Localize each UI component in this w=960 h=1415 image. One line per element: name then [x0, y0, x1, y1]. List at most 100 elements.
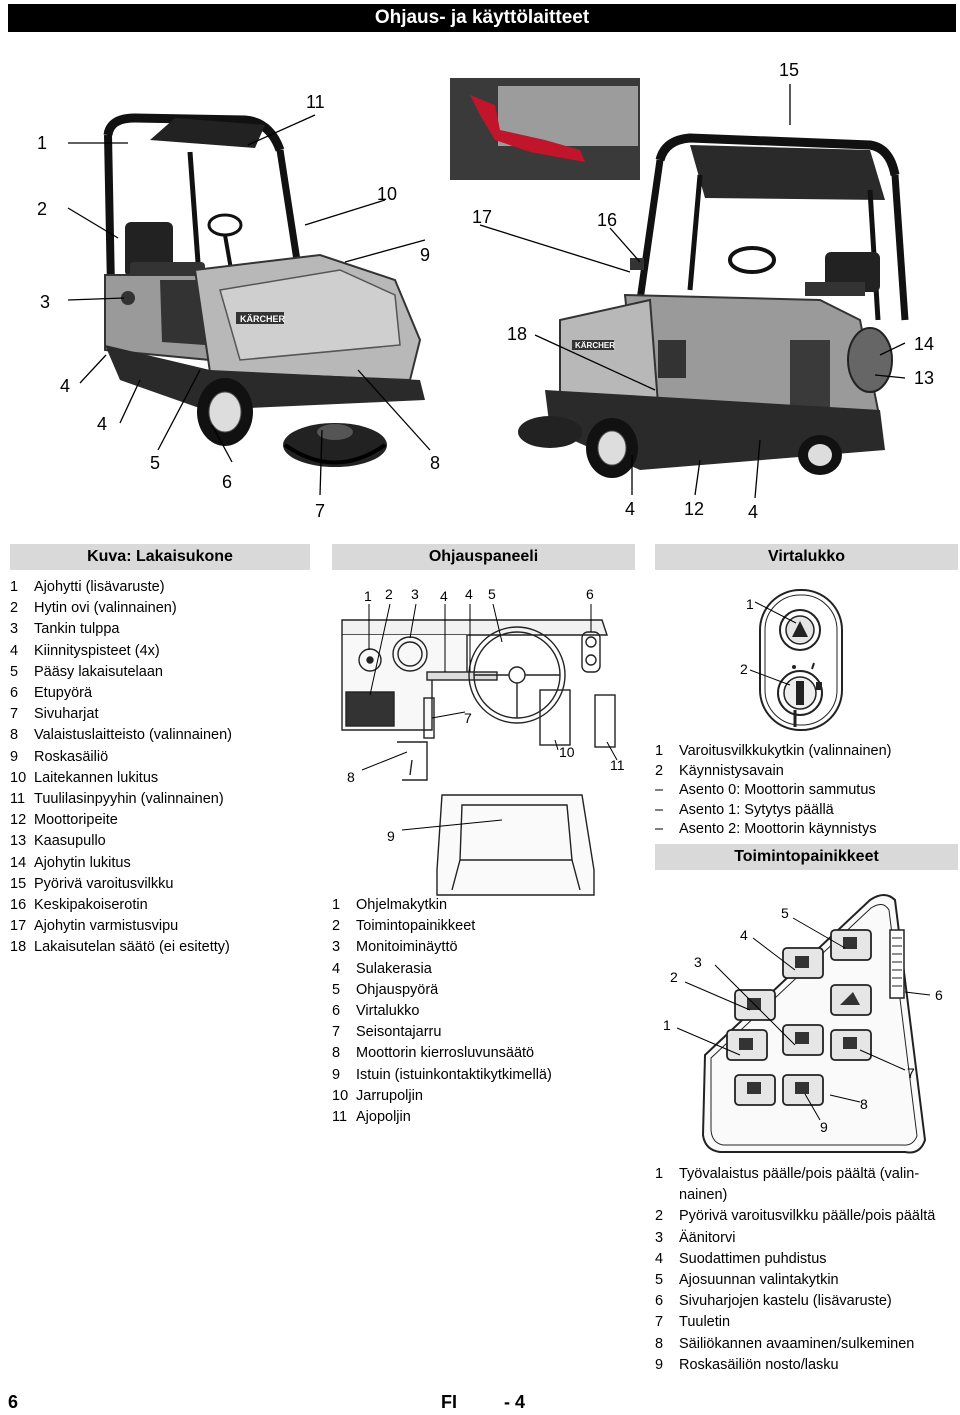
callout-panel-8: 8 — [347, 769, 355, 785]
callout-key-1: 1 — [746, 596, 754, 612]
callout-machine-1: 1 — [37, 133, 48, 153]
page-title: Ohjaus- ja käyttölaitteet — [8, 4, 956, 32]
callout-machine-5: 5 — [150, 453, 161, 473]
callout-machine-7: 7 — [315, 501, 326, 521]
callout-machine-10: 10 — [377, 184, 398, 204]
callout-machine-13: 13 — [914, 368, 935, 388]
callout-machine-12: 12 — [684, 499, 705, 519]
callout-machine-3: 3 — [40, 292, 51, 312]
callout-btn-3: 3 — [694, 954, 702, 970]
function-buttons-diagram — [676, 894, 931, 1154]
list-item: –Asento 2: Moottorin käynnistys — [655, 821, 877, 837]
callout-btn-1: 1 — [663, 1017, 671, 1033]
callout-machine-8: 8 — [430, 453, 441, 473]
svg-text:KÄRCHER: KÄRCHER — [575, 341, 615, 350]
callout-panel-11: 11 — [610, 757, 625, 773]
callout-panel-1: 1 — [364, 588, 372, 604]
list-item: –Asento 1: Sytytys päällä — [655, 801, 834, 818]
callout-panel-10: 10 — [559, 744, 575, 760]
language-code: FI — [441, 1392, 457, 1412]
callout-machine-4c: 4 — [625, 499, 636, 519]
callout-btn-9: 9 — [820, 1119, 828, 1135]
callout-panel-4a: 4 — [440, 588, 448, 604]
machine-heading: Kuva: Lakaisukone — [10, 544, 310, 570]
callout-machine-2: 2 — [37, 199, 48, 219]
sub-page-number: - 4 — [504, 1392, 526, 1412]
callout-machine-6: 6 — [222, 472, 233, 492]
callout-machine-16: 16 — [597, 210, 618, 230]
callout-btn-4: 4 — [740, 927, 748, 943]
callout-machine-11: 11 — [306, 92, 325, 112]
callout-key-2: 2 — [740, 661, 748, 677]
callout-btn-5: 5 — [781, 905, 789, 921]
callout-machine-17: 17 — [472, 207, 493, 227]
callout-btn-2: 2 — [670, 969, 678, 985]
callout-machine-9: 9 — [420, 245, 431, 265]
callout-panel-5: 5 — [488, 586, 496, 602]
key-switch-diagram — [749, 589, 843, 731]
callout-machine-4b: 4 — [97, 414, 108, 434]
callout-panel-6: 6 — [586, 586, 594, 602]
callout-panel-3: 3 — [411, 586, 419, 602]
panel-heading: Ohjauspaneeli — [332, 544, 635, 570]
callout-btn-7: 7 — [907, 1065, 915, 1081]
svg-text:KÄRCHER: KÄRCHER — [240, 314, 286, 324]
list-item: –Asento 0: Moottorin sammutus — [655, 782, 876, 798]
callout-machine-4d: 4 — [748, 502, 759, 522]
callout-machine-15: 15 — [779, 60, 800, 80]
callout-btn-6: 6 — [935, 987, 943, 1003]
list-item: nainen) — [679, 1187, 728, 1204]
sweeper-illustration-left: KÄRCHER KÄRCHER — [67, 78, 909, 499]
buttons-heading: Toimintopainikkeet — [655, 844, 958, 870]
callout-panel-9: 9 — [387, 828, 395, 844]
callout-panel-4b: 4 — [465, 586, 473, 602]
page-number: 6 — [8, 1392, 19, 1412]
key-heading: Virtalukko — [655, 544, 958, 570]
callout-panel-2: 2 — [385, 586, 393, 602]
callout-btn-8: 8 — [860, 1096, 868, 1112]
